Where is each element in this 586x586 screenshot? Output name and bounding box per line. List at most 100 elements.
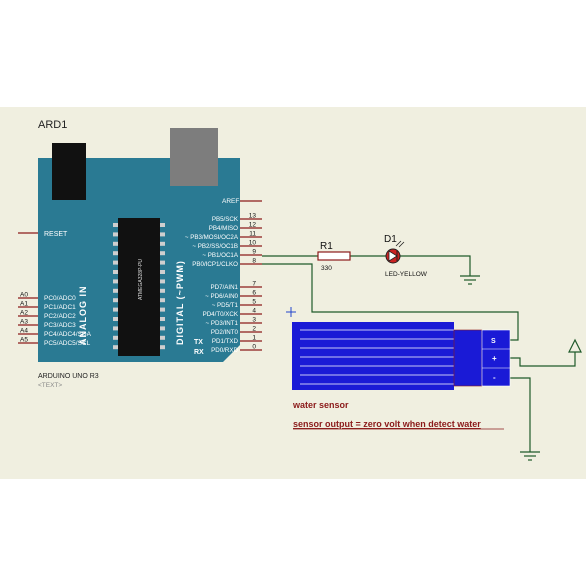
microcontroller-chip[interactable]: [118, 218, 160, 356]
water-sensor[interactable]: [292, 322, 511, 390]
chip-pin: [113, 335, 118, 340]
analog-pin-number: A3: [20, 319, 28, 326]
digital-pin-name: PD7/AIN1: [210, 284, 238, 291]
digital-pin-number: 9: [252, 249, 256, 256]
digital-pin-name: ~ PB2/SS/OC1B: [192, 243, 238, 250]
chip-pin: [160, 232, 165, 237]
digital-pin-number: 11: [249, 231, 256, 238]
chip-pin: [113, 232, 118, 237]
board-name-label: ARDUINO UNO R3: [38, 373, 99, 380]
analog-pin-name: PC2/ADC2: [44, 313, 76, 320]
chip-pin: [160, 317, 165, 321]
chip-pin: [160, 298, 165, 303]
digital-pin-number: 3: [252, 317, 256, 324]
analog-pin-name: PC1/ADC1: [44, 304, 76, 311]
digital-pin-number: 6: [252, 290, 256, 297]
chip-pin: [113, 251, 118, 256]
analog-pin-number: A2: [20, 310, 28, 317]
reset-label: RESET: [44, 231, 68, 238]
chip-pin: [160, 326, 165, 331]
digital-pwm-header: DIGITAL (~PWM): [175, 260, 185, 345]
wire-sensor-vcc: [510, 352, 576, 367]
usb-connector: [52, 143, 86, 200]
digital-pin-number: 5: [252, 299, 256, 306]
wire-pin8-sensor: [262, 263, 519, 341]
tx-label: TX: [194, 339, 203, 346]
digital-pin-number: 10: [249, 240, 257, 247]
power-jack: [170, 128, 218, 186]
digital-pin-name: PD2/INT0: [211, 329, 239, 336]
rx-label: RX: [194, 349, 204, 356]
chip-pin: [160, 335, 165, 340]
analog-pin-number: A0: [20, 292, 28, 299]
crosshair-cursor-icon: [286, 307, 296, 317]
chip-pin: [160, 288, 165, 293]
wire-d1-gnd: [400, 255, 471, 276]
sensor-pin-s: S: [491, 338, 496, 345]
chip-pin: [160, 251, 165, 256]
digital-pin-name: ~ PB3/MOSI/OC2A: [185, 234, 239, 241]
chip-pin: [113, 317, 118, 321]
resistor-ref: R1: [320, 241, 333, 252]
chip-pin: [113, 326, 118, 331]
sensor-pin-plus: +: [492, 354, 497, 363]
digital-pin-name: PB0/ICP1/CLKO: [192, 261, 238, 268]
sensor-pin-minus: -: [493, 373, 496, 382]
digital-pin-number: 7: [252, 281, 256, 288]
chip-pin: [113, 241, 118, 246]
digital-pin-name: PB4/MISO: [209, 225, 238, 232]
board-ref-label: ARD1: [38, 119, 67, 131]
digital-pin-number: 13: [249, 213, 257, 220]
analog-pin-name: PC4/ADC4/SDA: [44, 331, 92, 338]
chip-pin: [160, 307, 165, 312]
chip-pin: [160, 279, 165, 284]
resistor-value: 330: [321, 265, 332, 272]
chip-label: ATMEGA328P-PU: [138, 259, 144, 300]
vcc-arrow-symbol: [568, 338, 582, 353]
chip-pin: [113, 345, 118, 350]
digital-pin-number: 0: [252, 344, 256, 351]
chip-pin: [113, 270, 118, 274]
digital-pin-number: 12: [249, 222, 257, 229]
led-d1[interactable]: [385, 240, 405, 264]
chip-pin: [113, 288, 118, 293]
chip-pin: [160, 241, 165, 246]
digital-pin-number: 2: [252, 326, 256, 333]
analog-pin-number: A5: [20, 337, 28, 344]
sensor-title: water sensor: [292, 400, 349, 410]
analog-pin-number: A4: [20, 328, 28, 335]
digital-pin-name: PD0/RXD: [211, 347, 238, 354]
analog-in-header: ANALOG IN: [78, 286, 88, 346]
chip-pin: [113, 260, 118, 265]
ground-symbol-led: [460, 275, 480, 285]
chip-pin: [113, 223, 118, 227]
digital-pin-name: PB5/SCK: [212, 216, 239, 223]
chip-pin: [160, 345, 165, 350]
chip-pin: [113, 307, 118, 312]
ground-symbol-sensor: [520, 451, 540, 461]
sensor-note: sensor output = zero volt when detect wa…: [293, 419, 481, 429]
chip-pin: [160, 223, 165, 227]
wire-sensor-gnd: [510, 377, 531, 452]
analog-pin-name: PC5/ADC5/SCL: [44, 340, 91, 347]
board-text-label: <TEXT>: [38, 382, 62, 389]
analog-pin-name: PC0/ADC0: [44, 295, 76, 302]
chip-pin: [113, 298, 118, 303]
digital-pin-name: ~ PD5/T1: [212, 302, 239, 309]
chip-pin: [160, 270, 165, 274]
digital-pin-name: PD1/TXD: [212, 338, 239, 345]
digital-pin-name: ~ PB1/OC1A: [202, 252, 238, 259]
analog-pin-name: PC3/ADC3: [44, 322, 76, 329]
chip-pins: [113, 223, 165, 350]
digital-pin-name: ~ PD6/AIN0: [205, 293, 238, 300]
chip-pin: [160, 260, 165, 265]
chip-pin: [113, 279, 118, 284]
led-ref: D1: [384, 234, 397, 245]
digital-pin-number: 1: [252, 335, 256, 342]
aref-label: AREF: [222, 198, 239, 205]
digital-pin-name: PD4/T0/XCK: [203, 311, 239, 318]
analog-pin-number: A1: [20, 301, 28, 308]
resistor-r1[interactable]: [317, 251, 351, 261]
